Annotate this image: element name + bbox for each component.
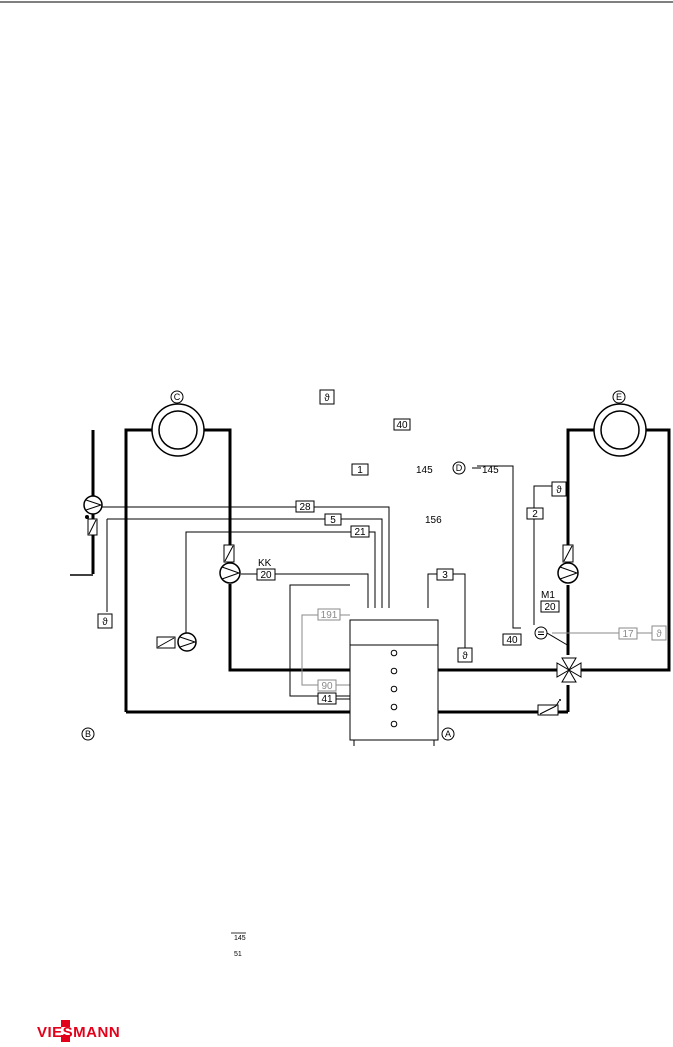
terminal-box-20-m1: 20 [540,600,560,613]
svg-text:1: 1 [357,465,363,476]
terminal-box-2: 2 [526,507,544,520]
circle-label-c: C [170,390,184,404]
circle-label-b-text: B [85,729,91,739]
circle-label-b: B [81,727,95,741]
temperature-sensor-grey: ϑ [651,625,667,641]
footer-small-51: 51 [234,951,242,958]
temperature-sensor-right: ϑ [551,481,567,497]
circle-label-e-text: E [616,392,622,402]
label-156: 156 [425,515,442,526]
terminal-box-40-right: 40 [502,633,522,646]
temperature-sensor-left: ϑ [97,613,113,629]
servomotor [534,626,548,640]
terminal-box-90: 90 [317,679,337,692]
logo-text: VIESMANN [37,1024,120,1041]
circle-label-e: E [612,390,626,404]
label-145-b: 145 [482,465,499,476]
terminal-box-191: 191 [317,608,341,621]
viessmann-logo: VIESMANN [37,1020,120,1042]
circle-label-d: D [452,461,466,475]
svg-text:2: 2 [532,509,538,520]
temperature-sensor-top: ϑ [319,389,335,405]
pump-small-left [156,632,197,652]
terminal-box-17: 17 [618,627,638,640]
signal-lines [100,465,552,700]
label-kk: KK [258,558,272,569]
circle-label-c-text: C [174,392,181,402]
label-m1: M1 [541,590,555,601]
svg-text:ϑ: ϑ [102,617,108,628]
terminal-box-21: 21 [350,525,370,538]
terminal-box-28: 28 [295,500,315,513]
circle-label-a-text: A [445,729,451,739]
terminal-box-20-kk: 20 [256,568,276,581]
consumer-c [151,403,205,457]
terminal-box-40-top: 40 [393,418,411,431]
svg-text:ϑ: ϑ [656,629,662,640]
svg-text:ϑ: ϑ [556,485,562,496]
storage-tank [349,619,439,746]
circle-label-d-text: D [456,463,463,473]
svg-text:41: 41 [321,694,333,705]
svg-text:191: 191 [321,610,338,621]
mixing-valve [546,632,582,683]
terminal-box-1: 1 [351,463,369,476]
svg-text:ϑ: ϑ [462,651,468,662]
check-valve [537,699,561,716]
temperature-sensor-tank: ϑ [457,647,473,663]
svg-text:90: 90 [321,681,333,692]
svg-text:28: 28 [299,502,311,513]
svg-text:5: 5 [330,515,336,526]
pump-m1 [557,544,579,584]
pump-left [83,495,103,536]
terminal-box-41: 41 [317,692,337,705]
svg-text:ϑ: ϑ [324,393,330,404]
svg-text:21: 21 [354,527,366,538]
label-145-a: 145 [416,465,433,476]
terminal-box-5: 5 [324,513,342,526]
circle-label-a: A [441,727,455,741]
svg-text:3: 3 [442,570,448,581]
footer-small-145: 145 [234,935,246,942]
svg-text:40: 40 [396,420,408,431]
pump-kk [219,544,241,584]
svg-text:40: 40 [506,635,518,646]
svg-text:20: 20 [260,570,272,581]
svg-text:17: 17 [622,629,634,640]
terminal-box-3: 3 [436,568,454,581]
consumer-e [593,403,647,457]
svg-text:20: 20 [544,602,556,613]
